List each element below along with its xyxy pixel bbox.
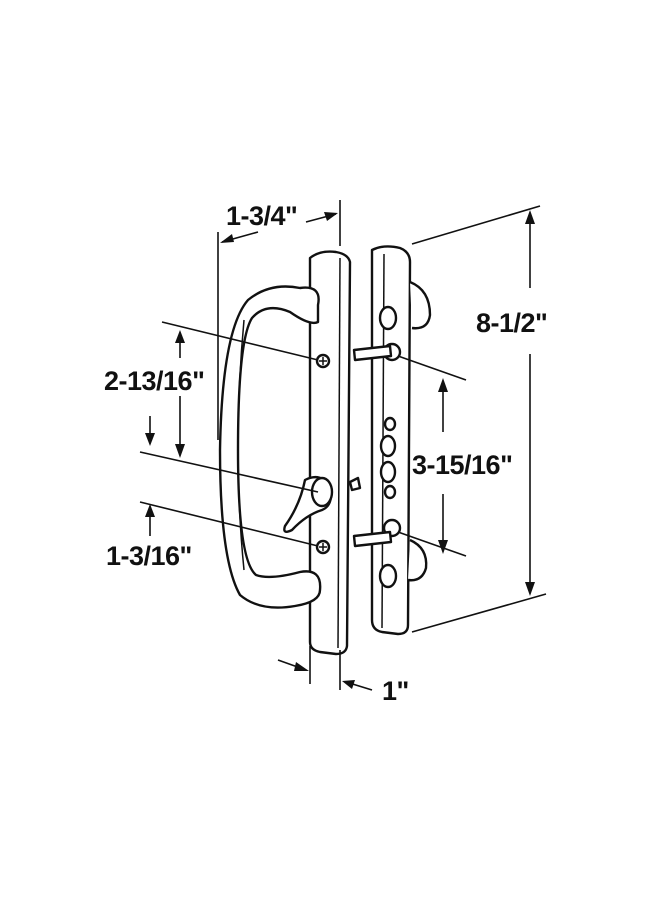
dimension-label-depth: 1-3/4" xyxy=(226,201,297,231)
screw-icon xyxy=(315,353,331,555)
dimension-depth: 1-3/4" xyxy=(217,200,341,440)
dimension-screw-spacing: 3-15/16" xyxy=(397,355,513,557)
thumb-latch-icon xyxy=(283,475,334,533)
handle-grip xyxy=(218,285,322,609)
dimension-overall-height: 8-1/2" xyxy=(411,205,548,633)
dimension-thumb-to-screw: 1-3/16" xyxy=(106,501,319,571)
dimension-label-top-to-thumb: 2-13/16" xyxy=(104,366,204,396)
dimension-label-plate-width: 1" xyxy=(382,676,409,706)
dimension-plate-width: 1" xyxy=(277,646,409,706)
mounting-bolt-icon xyxy=(348,344,393,548)
dimension-top-to-thumb: 2-13/16" xyxy=(104,321,319,493)
dimension-label-overall-height: 8-1/2" xyxy=(476,308,547,338)
dimension-label-thumb-to-screw: 1-3/16" xyxy=(106,541,192,571)
interior-plate xyxy=(370,245,432,636)
dimension-label-screw-spacing: 3-15/16" xyxy=(412,450,512,480)
